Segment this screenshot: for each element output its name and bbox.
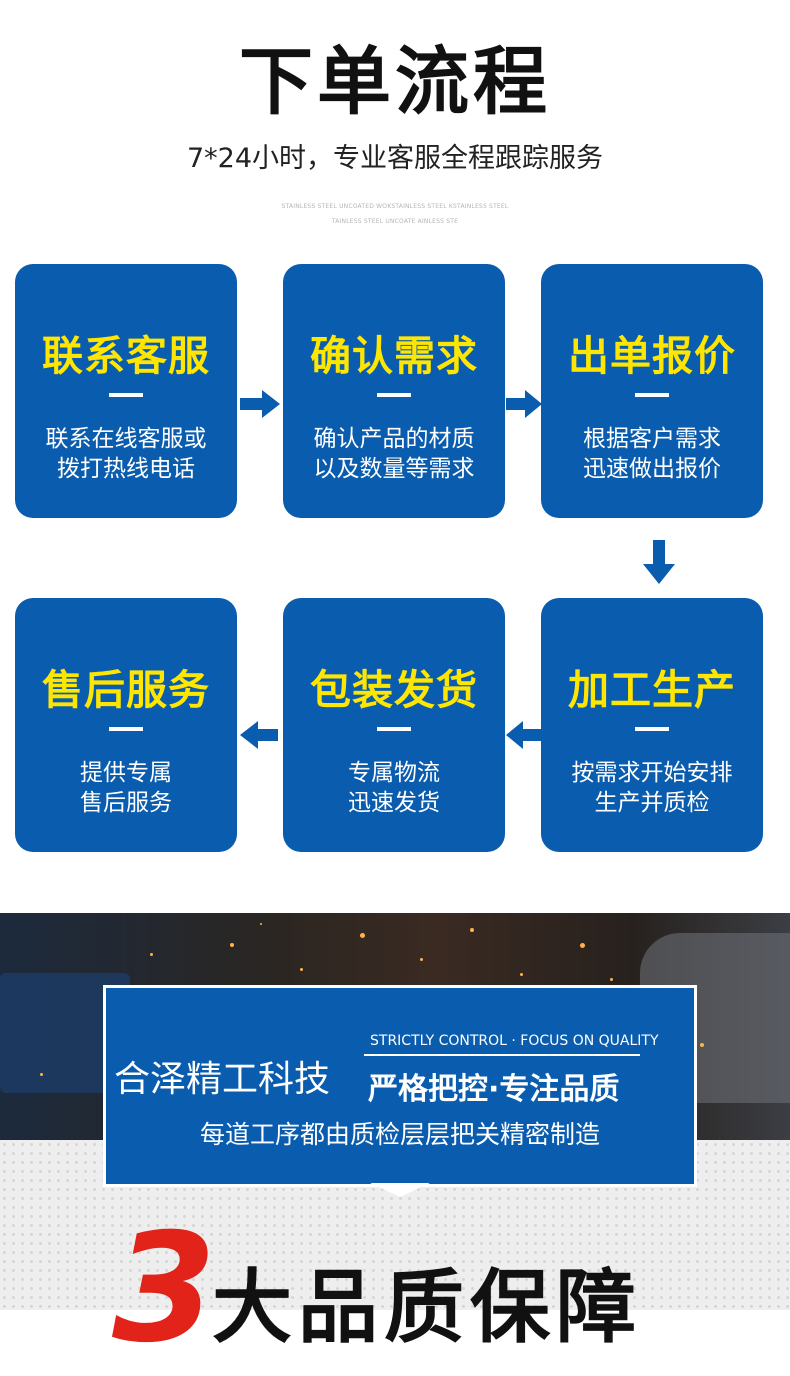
quality-card: STRICTLY CONTROL · FOCUS ON QUALITY 合泽精工… [103,985,697,1187]
step-after-sales: 售后服务 提供专属 售后服务 [15,598,237,852]
step-description-line: 联系在线客服或 [45,426,207,452]
spark [230,943,234,947]
arrow-left-icon [240,721,278,749]
page-title: 下单流程 [239,39,551,125]
step-divider [377,393,411,397]
spark [300,968,303,971]
step-divider [109,393,143,397]
spark [150,953,153,956]
step-description: 根据客户需求 迅速做出报价 [541,424,763,484]
step-title: 联系客服 [42,332,210,380]
step-description-line: 以及数量等需求 [313,456,475,482]
spark [520,973,523,976]
step-description-line: 生产并质检 [594,790,710,816]
step-title: 出单报价 [568,332,736,380]
step-description-line: 根据客户需求 [583,426,721,452]
step-title: 加工生产 [568,666,736,714]
spark [700,1043,704,1047]
arrow-down-icon [643,540,675,584]
step-description-line: 提供专属 [80,760,172,786]
step-description-line: 拨打热线电话 [57,456,195,482]
spark [610,978,613,981]
step-description: 按需求开始安排 生产并质检 [541,758,763,818]
step-description: 联系在线客服或 拨打热线电话 [15,424,237,484]
step-divider [377,727,411,731]
step-confirm-requirements: 确认需求 确认产品的材质 以及数量等需求 [283,264,505,518]
arrow-right-icon [240,390,280,418]
step-quotation: 出单报价 根据客户需求 迅速做出报价 [541,264,763,518]
spark [580,943,585,948]
spark [420,958,423,961]
step-description-line: 售后服务 [80,790,172,816]
company-name: 合泽精工科技 [114,1059,331,1100]
step-description: 确认产品的材质 以及数量等需求 [283,424,505,484]
quality-english-tagline: STRICTLY CONTROL · FOCUS ON QUALITY [370,1033,659,1049]
step-description: 提供专属 售后服务 [15,758,237,818]
step-description: 专属物流 迅速发货 [283,758,505,818]
decorative-caption-2: TAINLESS STEEL UNCOATE AINLESS STE [331,218,459,225]
page-subtitle: 7*24小时，专业客服全程跟踪服务 [186,143,604,174]
arrow-right-icon [506,390,542,418]
step-divider [635,727,669,731]
step-title: 包装发货 [310,666,478,714]
spark [260,923,262,925]
step-description-line: 迅速发货 [348,790,440,816]
step-divider [109,727,143,731]
step-description-line: 迅速做出报价 [583,456,721,482]
guarantee-heading: 大品质保障 [212,1261,642,1354]
quality-description: 每道工序都由质检层层把关精密制造 [199,1120,600,1149]
step-title: 确认需求 [310,332,478,380]
step-description-line: 专属物流 [348,760,440,786]
step-description-line: 确认产品的材质 [313,426,475,452]
guarantee-number: 3 [112,1202,217,1376]
spark [470,928,474,932]
decorative-caption-1: STAINLESS STEEL UNCOATED WOKSTAINLESS ST… [281,203,509,210]
arrow-left-icon [506,721,542,749]
tagline-underline [364,1054,640,1056]
step-contact-service: 联系客服 联系在线客服或 拨打热线电话 [15,264,237,518]
spark [40,1073,43,1076]
step-description-line: 按需求开始安排 [571,760,733,786]
step-packaging-shipping: 包装发货 专属物流 迅速发货 [283,598,505,852]
quality-slogan: 严格把控·专注品质 [368,1072,620,1107]
step-title: 售后服务 [42,666,210,714]
card-pointer [370,1183,430,1197]
step-divider [635,393,669,397]
step-production: 加工生产 按需求开始安排 生产并质检 [541,598,763,852]
spark [360,933,365,938]
